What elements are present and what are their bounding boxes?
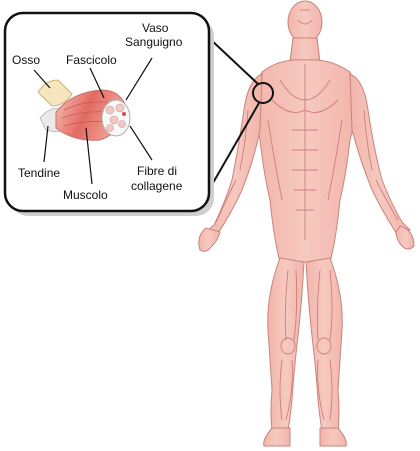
label-fibre-line1: Fibre di xyxy=(137,164,177,178)
label-osso: Osso xyxy=(12,53,40,67)
torso xyxy=(255,60,356,262)
leg-right xyxy=(306,258,342,432)
hand-left xyxy=(199,228,220,251)
label-muscolo: Muscolo xyxy=(63,188,108,202)
foot-left xyxy=(264,428,290,446)
label-tendine: Tendine xyxy=(18,166,60,180)
label-vaso-line1: Vaso xyxy=(142,21,169,35)
foot-right xyxy=(320,428,346,446)
hand-right xyxy=(396,226,414,249)
label-vaso-line2: Sanguigno xyxy=(125,35,183,49)
callout-line-top xyxy=(209,38,258,84)
arm-right xyxy=(350,74,410,236)
human-body-figure xyxy=(199,1,414,446)
leg-left xyxy=(268,258,304,432)
neck xyxy=(290,38,320,62)
label-fascicolo: Fascicolo xyxy=(66,53,117,67)
head xyxy=(288,1,322,43)
blood-vessel-dot xyxy=(122,112,126,116)
label-fibre-line2: collagene xyxy=(131,179,183,193)
